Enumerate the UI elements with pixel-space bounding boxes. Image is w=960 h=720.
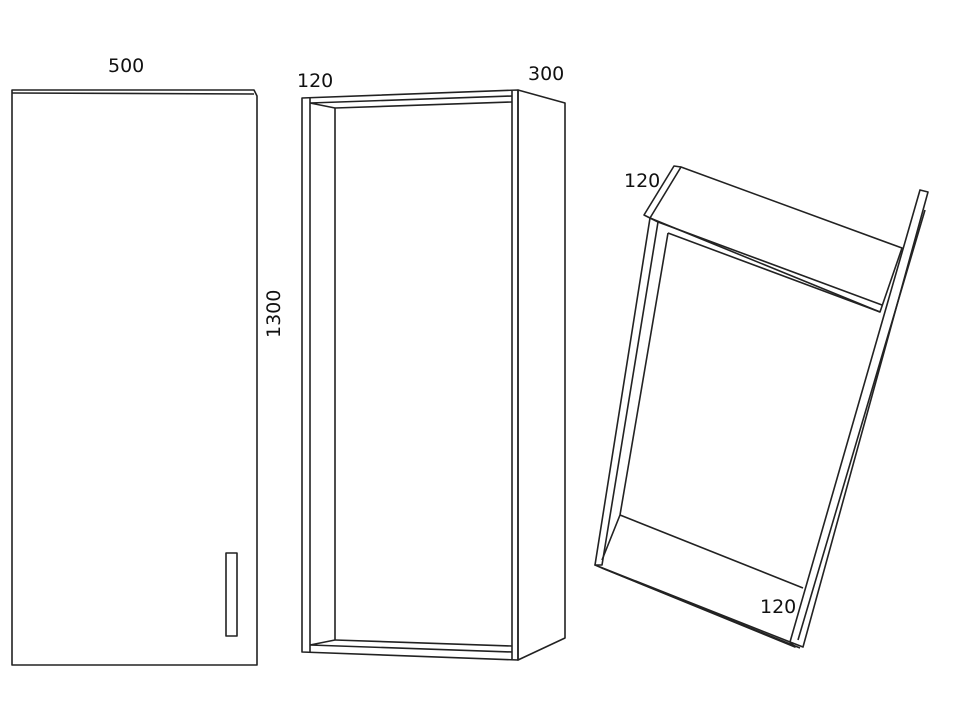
bottom-panel	[594, 564, 796, 648]
bottom-shelf-corner	[309, 639, 336, 646]
depth-dimension-label: 300	[528, 63, 565, 85]
open-cabinet-view	[301, 89, 566, 661]
cabinet-side-panel	[517, 89, 566, 661]
left-panel	[594, 217, 659, 566]
door-handle	[225, 552, 238, 637]
top-shelf-front	[309, 95, 513, 104]
width-dimension-label: 500	[108, 55, 145, 77]
height-dimension-label: 1300	[263, 289, 285, 338]
right-panel	[789, 189, 929, 648]
bottom-panel-edge	[601, 567, 801, 649]
bottom-shelf-back	[334, 639, 513, 647]
tilted-cabinet-view	[594, 165, 929, 649]
top-panel	[649, 166, 903, 313]
panel-thickness-label: 120	[297, 70, 334, 92]
right-panel-back	[797, 209, 926, 641]
bottom-shelf-front	[309, 644, 513, 653]
left-bottom-corner	[601, 514, 621, 561]
top-thickness-label: 120	[624, 170, 661, 192]
top-shelf-inner	[667, 232, 881, 313]
door-top-edge	[11, 92, 255, 95]
top-shelf-back	[334, 101, 513, 109]
top-shelf-line	[657, 221, 883, 306]
bottom-shelf-inner	[619, 514, 804, 589]
bottom-thickness-label: 120	[760, 596, 797, 618]
top-panel-edge	[643, 165, 682, 219]
door-cabinet-front-view	[11, 89, 258, 666]
cabinet-door-outline	[11, 89, 258, 666]
left-inner-edge	[619, 232, 669, 516]
top-shelf-corner	[309, 102, 336, 109]
